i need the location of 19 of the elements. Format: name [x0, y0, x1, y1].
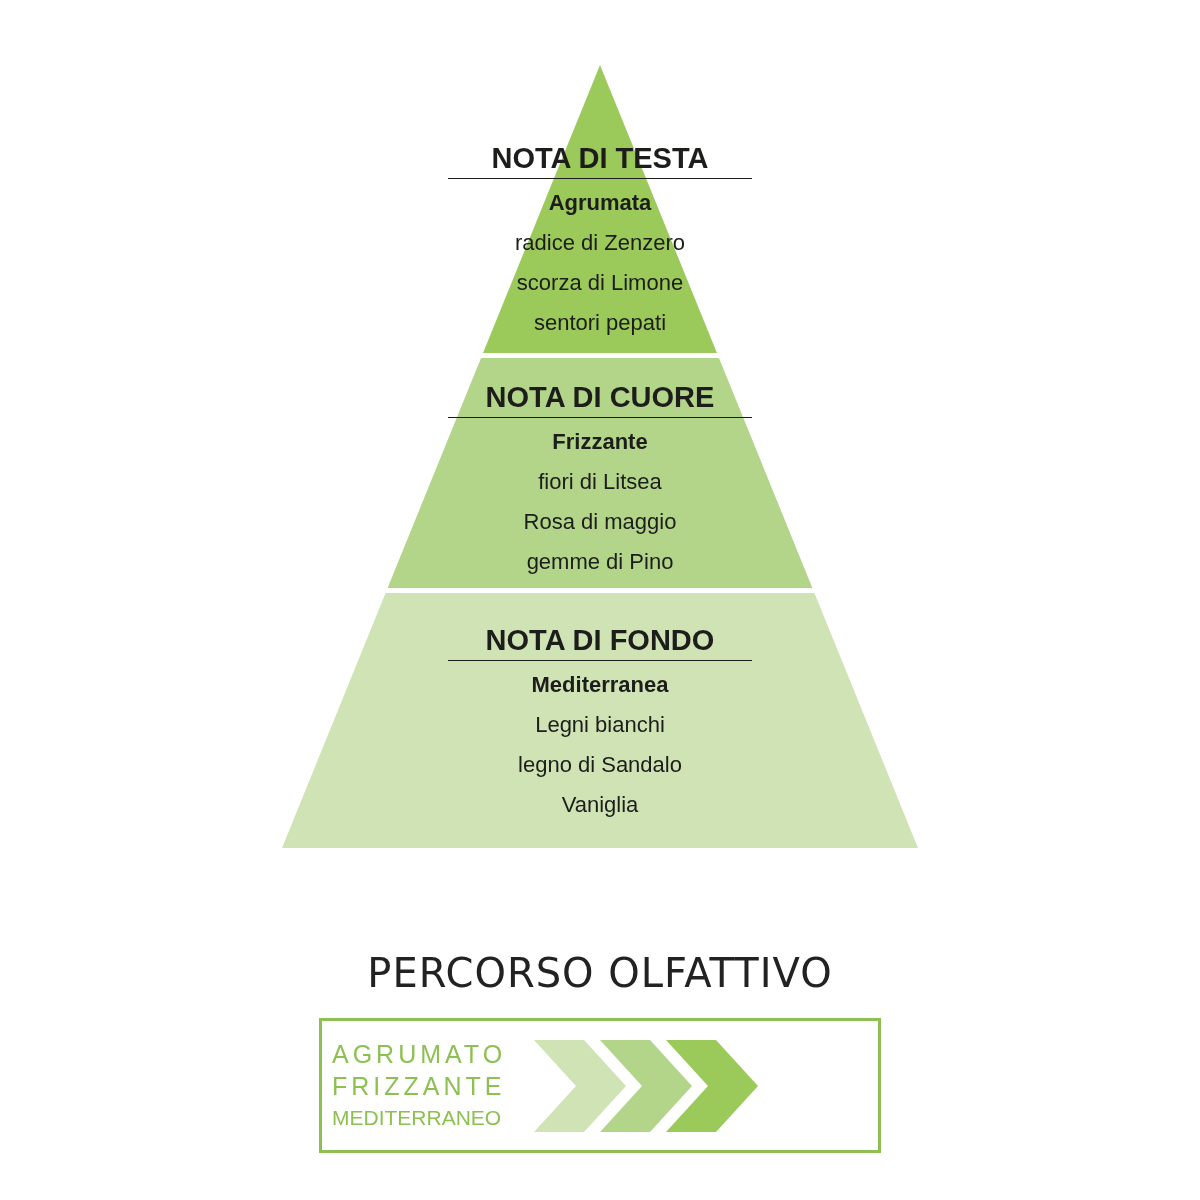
path-step-text: MEDITERRANEO — [332, 1105, 502, 1131]
tier-heading: NOTA DI FONDO — [448, 622, 752, 661]
note-text: fiori di Litsea — [538, 468, 662, 496]
accord-name: Frizzante — [552, 428, 648, 456]
accord-name: Agrumata — [548, 189, 652, 217]
tier-heading: NOTA DI CUORE — [448, 379, 752, 418]
note-text: Vaniglia — [561, 791, 639, 819]
path-box — [319, 1018, 881, 1153]
path-step-text: AGRUMATO — [332, 1039, 507, 1069]
note-text: gemme di Pino — [526, 548, 674, 576]
note-text: scorza di Limone — [516, 269, 684, 297]
note-text: sentori pepati — [533, 309, 667, 337]
section-title: PERCORSO OLFATTIVO — [366, 950, 834, 996]
path-step-text: FRIZZANTE — [332, 1071, 506, 1101]
note-text: legno di Sandalo — [518, 751, 682, 779]
note-text: Legni bianchi — [535, 711, 665, 739]
pyramid-tier — [282, 593, 918, 848]
note-text: Rosa di maggio — [523, 508, 677, 536]
accord-name: Mediterranea — [531, 671, 669, 699]
